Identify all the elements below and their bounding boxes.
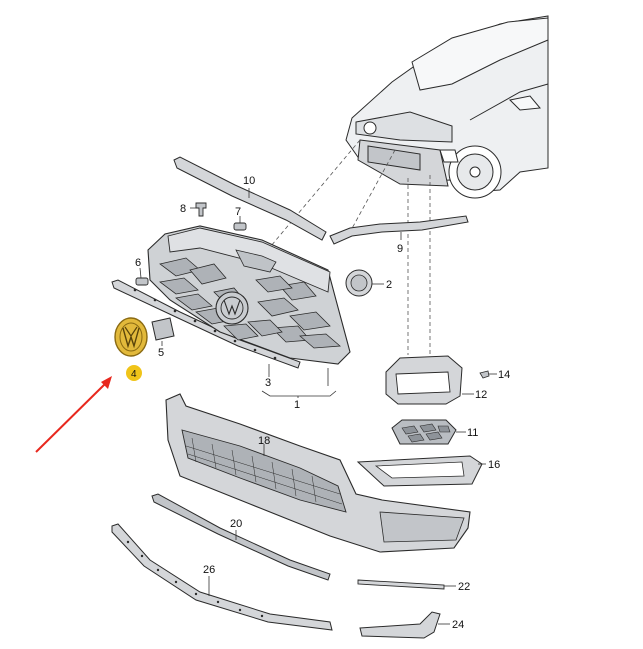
callout-3: 3 — [265, 377, 271, 389]
red-pointer-arrow — [35, 376, 112, 453]
part-3-clips — [133, 288, 277, 360]
part-14-screw — [479, 370, 490, 379]
callout-24: 24 — [452, 619, 464, 631]
part-22-trim-strip — [357, 579, 445, 590]
callout-2: 2 — [386, 279, 392, 291]
part-8-screw — [195, 202, 207, 217]
part-18-lower-bumper-grille — [165, 393, 471, 553]
part-26-clips — [126, 540, 264, 618]
callout-8: 8 — [180, 203, 186, 215]
part-10-upper-trim-strip — [173, 156, 327, 241]
callout-5: 5 — [158, 347, 164, 359]
part-4-highlight-badge — [126, 365, 142, 381]
part-2-round-cover — [345, 269, 373, 297]
part-26-lower-spoiler — [111, 523, 333, 631]
part-11-grille-insert — [391, 419, 457, 445]
part-5-bracket — [151, 317, 175, 341]
callout-4: 4 — [131, 369, 137, 380]
callout-22: 22 — [458, 581, 470, 593]
callout-7: 7 — [235, 206, 241, 218]
callout-9: 9 — [397, 243, 403, 255]
radiator-grille — [147, 225, 351, 365]
leader-lines — [139, 188, 497, 625]
projection-lines — [254, 139, 431, 355]
part-9-chrome-strip — [329, 215, 469, 245]
part-3-lower-grille-trim — [111, 279, 301, 369]
callout-10: 10 — [243, 175, 255, 187]
callout-labels: 10 8 7 6 9 2 5 4 3 1 14 12 11 16 18 20 2… — [131, 175, 510, 631]
callout-1: 1 — [294, 399, 300, 411]
part-20-spoiler-strip — [151, 493, 331, 581]
callout-12: 12 — [475, 389, 487, 401]
callout-20: 20 — [230, 518, 242, 530]
car-illustration — [345, 15, 549, 199]
part-16-fog-light-trim — [356, 455, 483, 487]
callout-6: 6 — [135, 257, 141, 269]
vw-emblem-icon — [114, 317, 148, 357]
callout-11: 11 — [467, 427, 478, 439]
callout-26: 26 — [203, 564, 215, 576]
callout-14: 14 — [498, 369, 510, 381]
callout-16: 16 — [488, 459, 500, 471]
part-12-fog-light-housing — [385, 355, 463, 405]
part-6-clip — [135, 277, 149, 286]
part-24-corner-trim — [359, 611, 441, 639]
callout-18: 18 — [258, 435, 270, 447]
part-7-clip — [233, 222, 247, 231]
